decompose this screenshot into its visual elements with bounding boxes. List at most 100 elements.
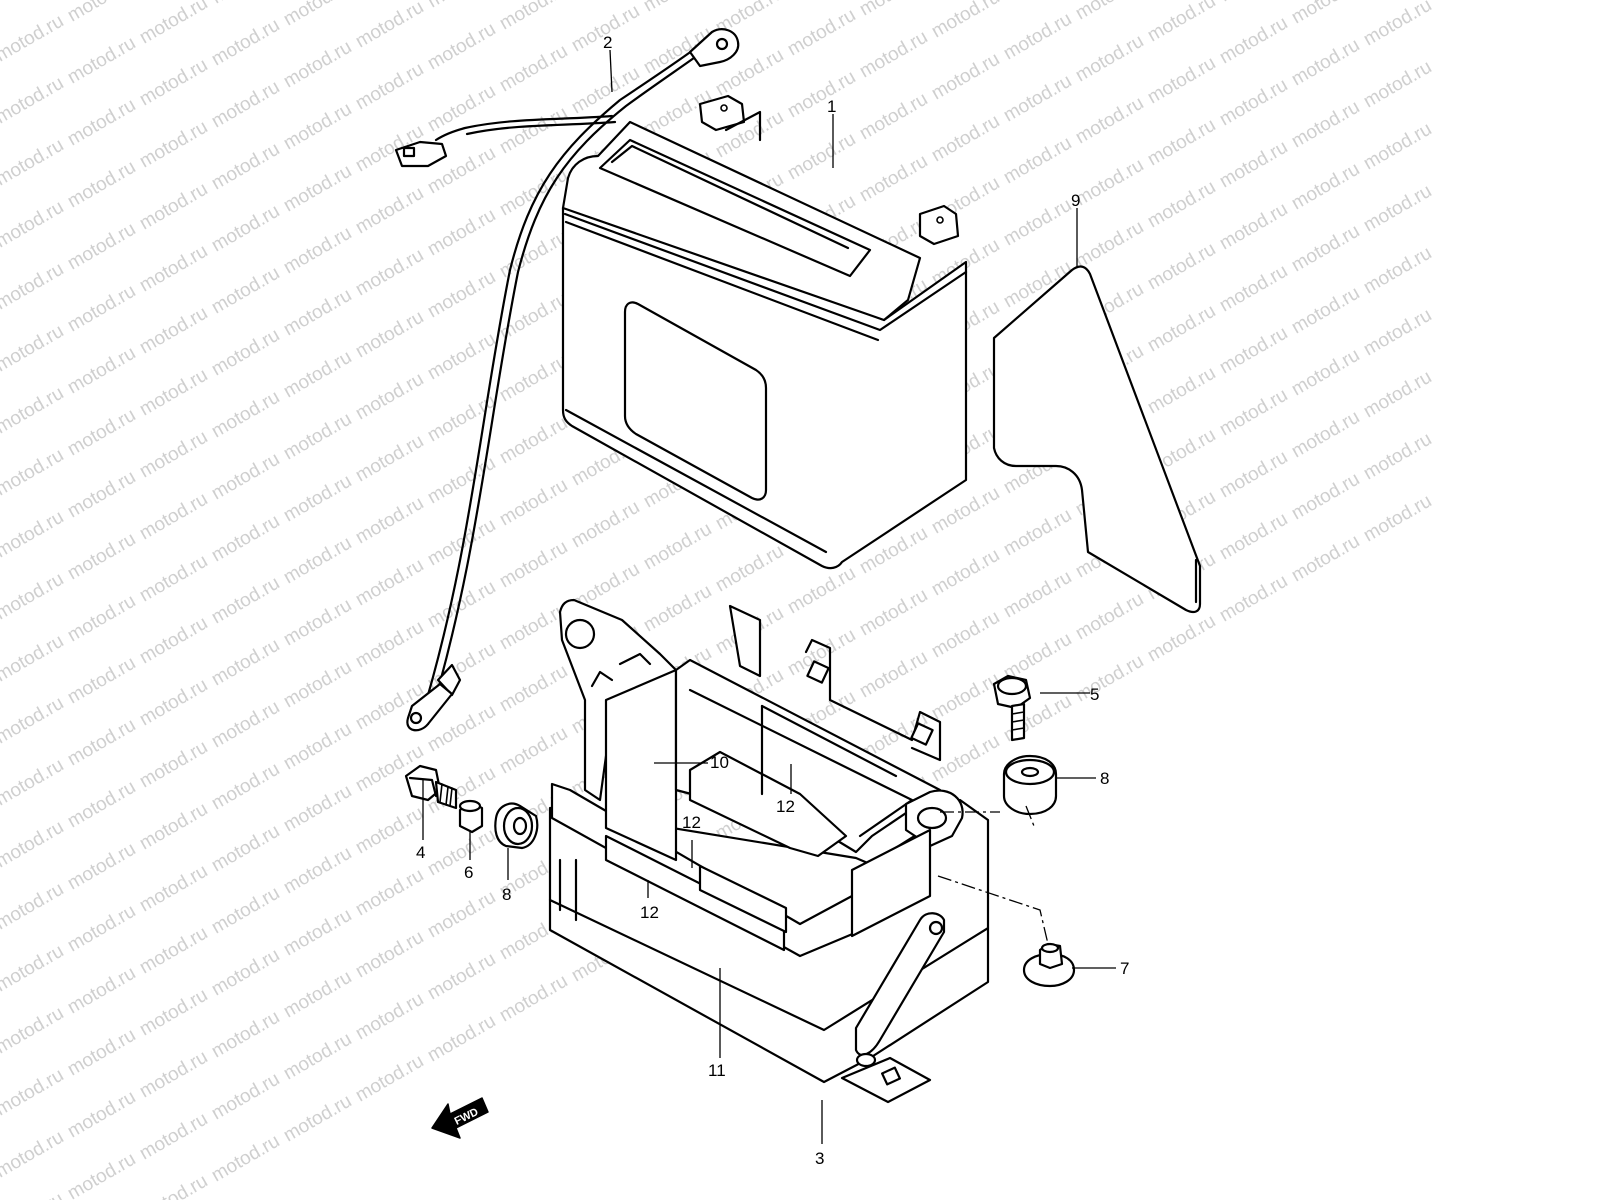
watermark-text: motod.ru <box>64 467 139 523</box>
watermark-text: motod.ru <box>352 0 427 52</box>
watermark-text: motod.ru <box>64 1149 139 1200</box>
watermark-text: motod.ru <box>280 1029 355 1085</box>
watermark-text: motod.ru <box>1360 243 1435 299</box>
watermark-text: motod.ru <box>208 15 283 71</box>
callout-4: 4 <box>416 843 425 862</box>
watermark-text: motod.ru <box>1216 323 1291 379</box>
watermark-text: motod.ru <box>208 697 283 753</box>
watermark-text: motod.ru <box>208 1007 283 1063</box>
watermark-text: motod.ru <box>0 321 67 377</box>
watermark-text: motod.ru <box>280 0 355 30</box>
watermark-text: motod.ru <box>280 1091 355 1147</box>
watermark-text: motod.ru <box>424 1011 499 1067</box>
watermark-text: motod.ru <box>1216 137 1291 193</box>
watermark-text: motod.ru <box>64 405 139 461</box>
watermark-text: motod.ru <box>136 0 211 48</box>
watermark-text: motod.ru <box>136 117 211 173</box>
watermark-text: motod.ru <box>352 183 427 239</box>
nut-part-7 <box>1022 942 1076 988</box>
watermark-text: motod.ru <box>1000 9 1075 65</box>
watermark-text: motod.ru <box>1288 97 1363 153</box>
watermark-text: motod.ru <box>0 879 67 935</box>
watermark-text: motod.ru <box>64 1025 139 1081</box>
watermark-text: motod.ru <box>1288 159 1363 215</box>
watermark-text: motod.ru <box>280 719 355 775</box>
watermark-text: motod.ru <box>928 0 1003 42</box>
watermark-text: motod.ru <box>1072 217 1147 273</box>
watermark-text: motod.ru <box>856 585 931 641</box>
watermark-text: motod.ru <box>1360 305 1435 361</box>
watermark-text: motod.ru <box>208 635 283 691</box>
watermark-text: motod.ru <box>1360 119 1435 175</box>
watermark-text: motod.ru <box>784 67 859 123</box>
leader-lines <box>422 49 1116 1144</box>
watermark-text: motod.ru <box>136 1171 211 1200</box>
watermark-text: motod.ru <box>64 219 139 275</box>
watermark-text: motod.ru <box>1288 407 1363 463</box>
watermark-text: motod.ru <box>496 971 571 1027</box>
watermark-text: motod.ru <box>280 99 355 155</box>
watermark-text: motod.ru <box>0 817 67 873</box>
watermark-text: motod.ru <box>136 303 211 359</box>
watermark-text: motod.ru <box>208 945 283 1001</box>
watermark-text: motod.ru <box>136 613 211 669</box>
watermark-text: motod.ru <box>424 515 499 571</box>
watermark-text: motod.ru <box>568 63 643 119</box>
watermark-text: motod.ru <box>0 1127 67 1183</box>
watermark-text: motod.ru <box>136 179 211 235</box>
callout-6: 6 <box>464 863 473 882</box>
watermark-text: motod.ru <box>928 669 1003 725</box>
watermark-text: motod.ru <box>136 799 211 855</box>
watermark-text: motod.ru <box>0 693 67 749</box>
watermark-text: motod.ru <box>136 985 211 1041</box>
watermark-text: motod.ru <box>280 595 355 651</box>
watermark-text: motod.ru <box>280 471 355 527</box>
watermark-text: motod.ru <box>424 825 499 881</box>
watermark-text: motod.ru <box>352 431 427 487</box>
watermark-text: motod.ru <box>496 351 571 407</box>
watermark-text: motod.ru <box>1144 177 1219 233</box>
watermark-text: motod.ru <box>352 59 427 115</box>
watermark-text: motod.ru <box>64 963 139 1019</box>
watermark-text: motod.ru <box>496 537 571 593</box>
watermark-text: motod.ru <box>1000 0 1075 2</box>
watermark-text: motod.ru <box>424 887 499 943</box>
watermark-text: motod.ru <box>856 89 931 145</box>
watermark-text: motod.ru <box>496 475 571 531</box>
watermark-text: motod.ru <box>0 445 67 501</box>
watermark-text: motod.ru <box>280 37 355 93</box>
watermark-text: motod.ru <box>1288 35 1363 91</box>
watermark-text: motod.ru <box>64 343 139 399</box>
callout-labels: 1 2 3 4 5 6 7 8 8 9 10 11 12 12 12 <box>416 33 1129 1168</box>
watermark-text: motod.ru <box>208 573 283 629</box>
callout-9: 9 <box>1071 191 1080 210</box>
watermark-text: motod.ru <box>784 563 859 619</box>
watermark-text: motod.ru <box>424 267 499 323</box>
watermark-text: motod.ru <box>136 1047 211 1103</box>
callout-11: 11 <box>708 1061 726 1080</box>
watermark-text: motod.ru <box>1216 261 1291 317</box>
watermark-text: motod.ru <box>1288 221 1363 277</box>
callout-12-top: 12 <box>776 797 795 816</box>
watermark-text: motod.ru <box>352 927 427 983</box>
watermark-text: motod.ru <box>1288 531 1363 587</box>
watermark-text: motod.ru <box>64 653 139 709</box>
watermark-text: motod.ru <box>1216 0 1291 6</box>
watermark-text: motod.ru <box>0 383 67 439</box>
watermark-text: motod.ru <box>0 135 67 191</box>
callout-7: 7 <box>1120 959 1129 978</box>
battery-tray-part <box>548 598 990 1104</box>
watermark-text: motod.ru <box>0 197 67 253</box>
watermark-text: motod.ru <box>352 555 427 611</box>
watermark-text: motod.ru <box>136 923 211 979</box>
watermark-text: motod.ru <box>856 27 931 83</box>
watermark-text: motod.ru <box>1216 199 1291 255</box>
watermark-text: motod.ru <box>208 139 283 195</box>
watermark-text: motod.ru <box>0 941 67 997</box>
watermark-text: motod.ru <box>1000 195 1075 251</box>
watermark-text: motod.ru <box>424 0 499 12</box>
watermark-text: motod.ru <box>1360 491 1435 547</box>
watermark-text: motod.ru <box>64 529 139 585</box>
callout-12-bottom: 12 <box>640 903 659 922</box>
